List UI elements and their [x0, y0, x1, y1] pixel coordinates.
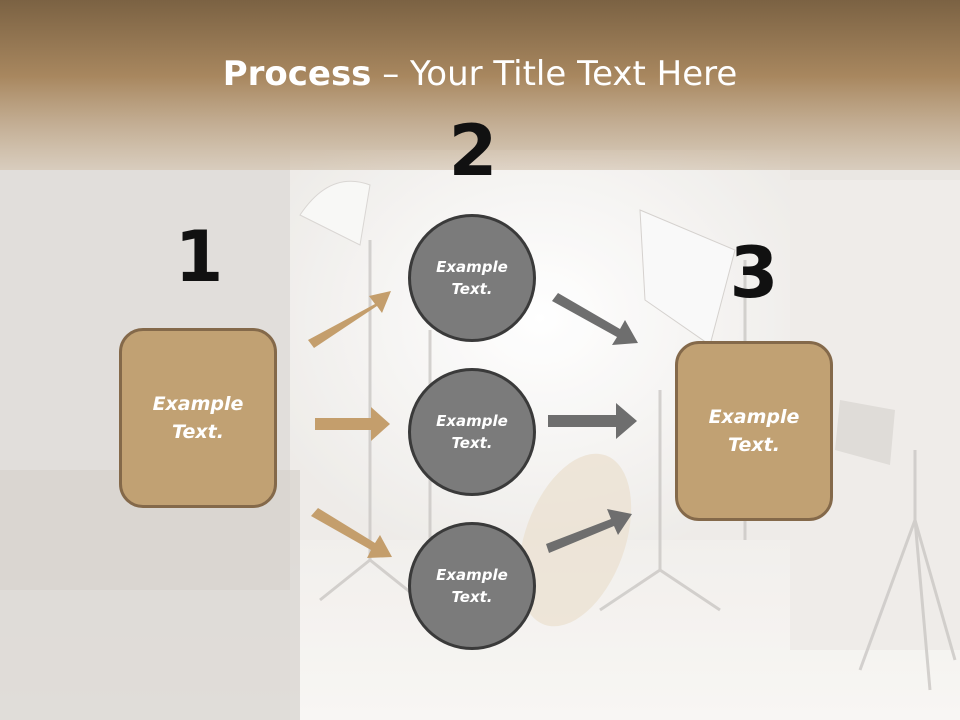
step-number-1: 1	[174, 216, 224, 298]
step-number-2: 2	[448, 110, 498, 192]
step-number-3: 3	[729, 232, 779, 314]
circle-top: Example Text.	[408, 214, 536, 342]
circle-middle: Example Text.	[408, 368, 536, 496]
title-rest: – Your Title Text Here	[371, 54, 738, 94]
right-step-box: Example Text.	[675, 341, 833, 521]
arrow-up-right-tan	[308, 291, 391, 348]
circle-bottom: Example Text.	[408, 522, 536, 650]
arrow-down-right-gray	[552, 293, 638, 345]
arrow-right-gray	[548, 403, 637, 439]
title-bold: Process	[222, 54, 372, 94]
arrow-down-right-tan	[311, 508, 392, 558]
arrow-right-tan	[315, 407, 390, 441]
arrow-up-right-gray	[546, 509, 632, 553]
left-step-box: Example Text.	[119, 328, 277, 508]
slide-title: Process – Your Title Text Here	[0, 54, 960, 94]
